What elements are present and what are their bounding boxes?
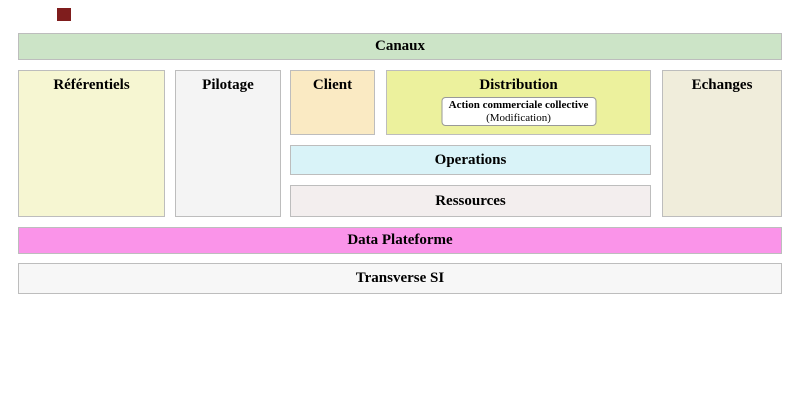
block-canaux-label: Canaux: [374, 38, 426, 54]
block-transverse-si: Transverse SI: [18, 263, 782, 294]
red-marker: [57, 8, 71, 21]
block-echanges-label: Echanges: [691, 77, 753, 93]
action-commerciale-title: Action commerciale collective: [448, 99, 589, 111]
block-echanges: Echanges: [662, 70, 782, 217]
block-action-commerciale: Action commerciale collective (Modificat…: [441, 97, 596, 126]
action-commerciale-subtitle: (Modification): [486, 112, 551, 124]
block-ressources: Ressources: [290, 185, 651, 217]
block-distribution-label: Distribution: [479, 77, 558, 93]
block-pilotage-label: Pilotage: [202, 77, 254, 93]
block-transverse-si-label: Transverse SI: [355, 270, 445, 286]
block-pilotage: Pilotage: [175, 70, 281, 217]
block-canaux: Canaux: [18, 33, 782, 60]
block-client-label: Client: [312, 77, 353, 93]
block-referentiels: Référentiels: [18, 70, 165, 217]
block-data-plateforme-label: Data Plateforme: [347, 232, 453, 248]
block-referentiels-label: Référentiels: [53, 77, 130, 93]
block-client: Client: [290, 70, 375, 135]
block-ressources-label: Ressources: [435, 192, 506, 209]
block-distribution: Distribution Action commerciale collecti…: [386, 70, 651, 135]
block-operations-label: Operations: [434, 151, 507, 168]
block-data-plateforme: Data Plateforme: [18, 227, 782, 254]
block-operations: Operations: [290, 145, 651, 175]
